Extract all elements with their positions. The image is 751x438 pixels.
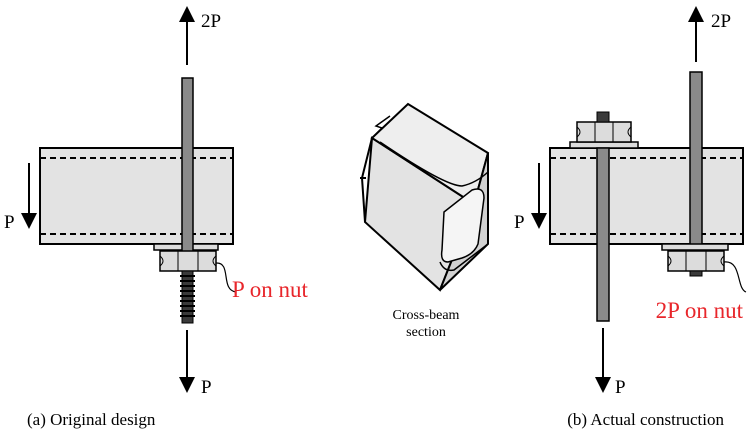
label-a-bottom-force: P	[201, 377, 212, 398]
label-a-top-force: 2P	[201, 11, 221, 32]
rod-b-right	[689, 71, 703, 259]
label-b-bottom-force: P	[615, 377, 626, 398]
rod-b-left-top-stub	[596, 111, 610, 123]
label-b-side-force: P	[514, 212, 525, 233]
nut-b-top	[576, 121, 632, 143]
label-section-line2: section	[406, 325, 446, 340]
cross-beam-section-illustration: Cross-beam section	[360, 102, 490, 340]
label-a-side-force: P	[4, 212, 15, 233]
label-b-top-force: 2P	[711, 11, 731, 32]
panel-a-original-design: 2P P P P on nut (a) Original design	[4, 6, 308, 429]
beam-a	[39, 147, 234, 245]
caption-b: (b) Actual construction	[567, 410, 724, 429]
rod-a	[181, 77, 194, 257]
washer-b-bottom	[661, 243, 729, 251]
nut-b-bottom	[667, 250, 725, 272]
leader-line-b	[723, 261, 747, 293]
beam-b	[549, 147, 744, 245]
label-section-line1: Cross-beam	[393, 308, 460, 323]
leader-line-a	[215, 262, 237, 293]
panel-b-actual-construction: 2P P P 2P on nut (b) Actual construction	[514, 6, 747, 429]
rod-b-left	[596, 147, 610, 322]
caption-a: (a) Original design	[27, 410, 156, 429]
nut-a	[159, 250, 217, 272]
label-b-nut-load: 2P on nut	[656, 298, 744, 323]
threaded-end-a	[180, 270, 195, 324]
rod-b-right-bottom-stub	[689, 270, 703, 277]
label-a-nut-load: P on nut	[232, 277, 308, 302]
washer-b-top	[569, 141, 639, 149]
